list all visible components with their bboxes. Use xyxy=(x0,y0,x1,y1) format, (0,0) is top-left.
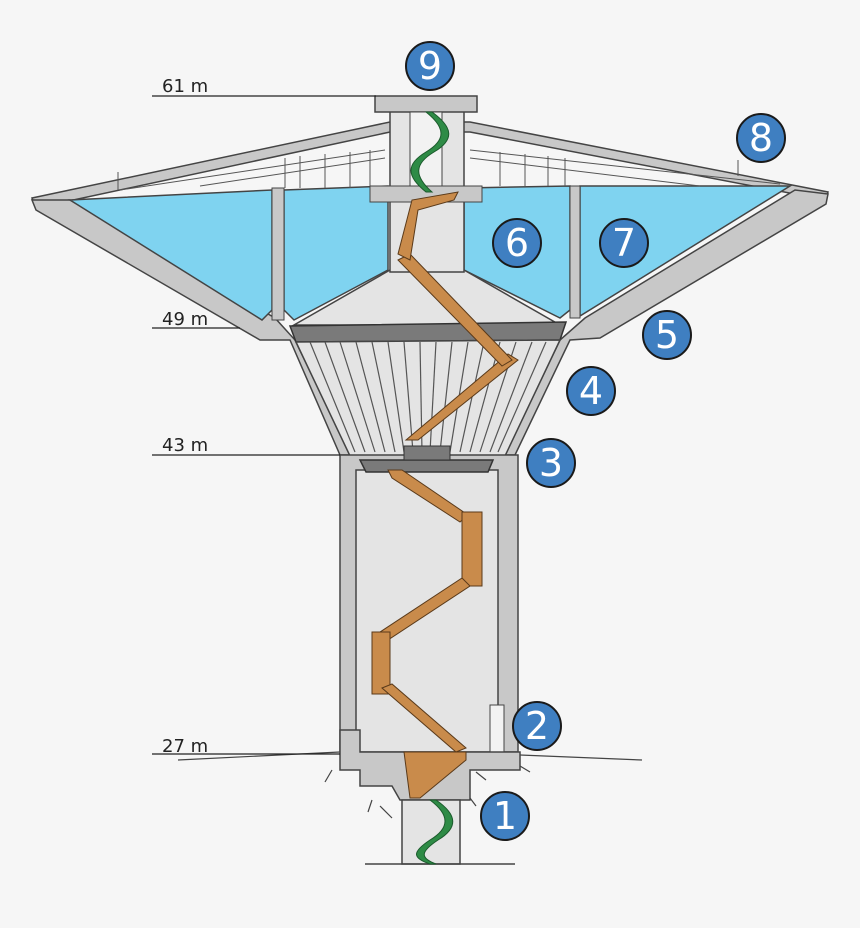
callout-1: 1 xyxy=(480,791,530,841)
callout-7: 7 xyxy=(599,218,649,268)
roof-trusses xyxy=(117,149,781,191)
svg-text:9: 9 xyxy=(418,44,442,88)
staircases xyxy=(371,191,519,799)
callout-6: 6 xyxy=(492,218,542,268)
callout-4: 4 xyxy=(566,366,616,416)
callout-9: 9 xyxy=(405,41,455,91)
callout-5: 5 xyxy=(642,310,692,360)
svg-text:8: 8 xyxy=(749,116,773,160)
support-ribs xyxy=(309,341,547,453)
level-label-61: 61 m xyxy=(162,76,208,97)
svg-text:7: 7 xyxy=(612,221,636,265)
callout-8: 8 xyxy=(736,113,786,163)
svg-text:1: 1 xyxy=(493,794,517,838)
spiral-stairs xyxy=(410,111,454,865)
level-label-43: 43 m xyxy=(162,435,208,456)
svg-text:4: 4 xyxy=(579,369,603,413)
svg-text:3: 3 xyxy=(539,441,563,485)
svg-text:6: 6 xyxy=(505,221,529,265)
ground-line xyxy=(177,751,643,819)
level-markers: 61 m 49 m 43 m 27 m xyxy=(152,76,376,757)
callout-2: 2 xyxy=(512,701,562,751)
svg-text:2: 2 xyxy=(525,704,549,748)
callout-badges: 1 2 3 4 5 6 7 8 xyxy=(405,41,786,841)
water-compartments xyxy=(67,185,793,321)
callout-3: 3 xyxy=(526,438,576,488)
svg-text:5: 5 xyxy=(655,313,679,357)
level-label-49: 49 m xyxy=(162,309,208,330)
level-label-27: 27 m xyxy=(162,736,208,757)
